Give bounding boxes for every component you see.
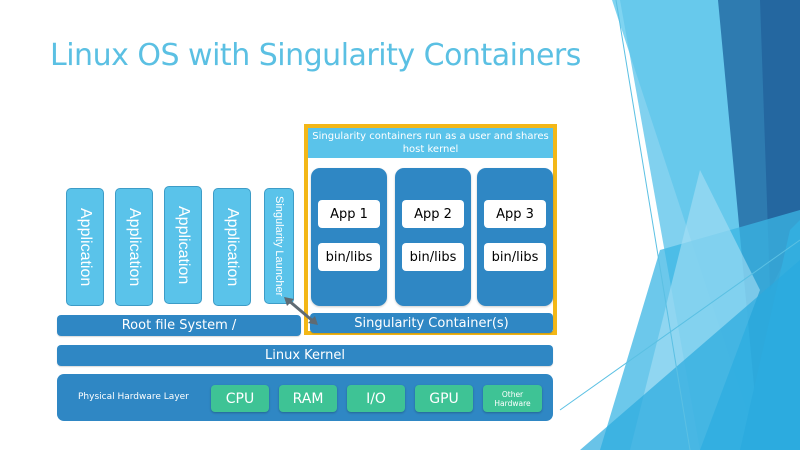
slide-title: Linux OS with Singularity Containers (50, 38, 581, 73)
application-label: Application (126, 207, 143, 287)
hardware-cpu: CPU (211, 385, 269, 412)
hardware-ram: RAM (279, 385, 337, 412)
hardware-other: Other Hardware (483, 385, 542, 412)
application-label: Application (175, 205, 192, 285)
decor-line (559, 239, 800, 411)
application-label: Application (77, 207, 94, 287)
container-app-column: App 3 bin/libs (477, 168, 553, 306)
container-note: Singularity containers run as a user and… (308, 128, 553, 158)
application-box: Application (164, 186, 202, 304)
application-box: Application (66, 188, 104, 306)
container-app-column: App 1 bin/libs (311, 168, 387, 306)
container-app-label: App 2 (402, 200, 464, 228)
application-box: Application (213, 188, 251, 306)
container-app-label: App 3 (484, 200, 546, 228)
container-libs-label: bin/libs (484, 243, 546, 271)
facet-bottom (580, 260, 800, 450)
double-arrow-icon (284, 297, 318, 325)
singularity-launcher-box: Singularity Launcher (264, 188, 294, 304)
container-libs-label: bin/libs (402, 243, 464, 271)
hardware-io: I/O (347, 385, 405, 412)
container-app-label: App 1 (318, 200, 380, 228)
linux-kernel-bar: Linux Kernel (57, 345, 553, 366)
container-app-column: App 2 bin/libs (395, 168, 471, 306)
application-box: Application (115, 188, 153, 306)
singularity-container-bar: Singularity Container(s) (310, 313, 553, 333)
hardware-layer-label: Physical Hardware Layer (78, 392, 189, 402)
decor-line (615, 0, 691, 450)
hardware-gpu: GPU (415, 385, 473, 412)
application-label: Application (224, 207, 241, 287)
root-file-system-bar: Root file System / (57, 315, 301, 336)
container-libs-label: bin/libs (318, 243, 380, 271)
singularity-launcher-label: Singularity Launcher (273, 195, 285, 297)
